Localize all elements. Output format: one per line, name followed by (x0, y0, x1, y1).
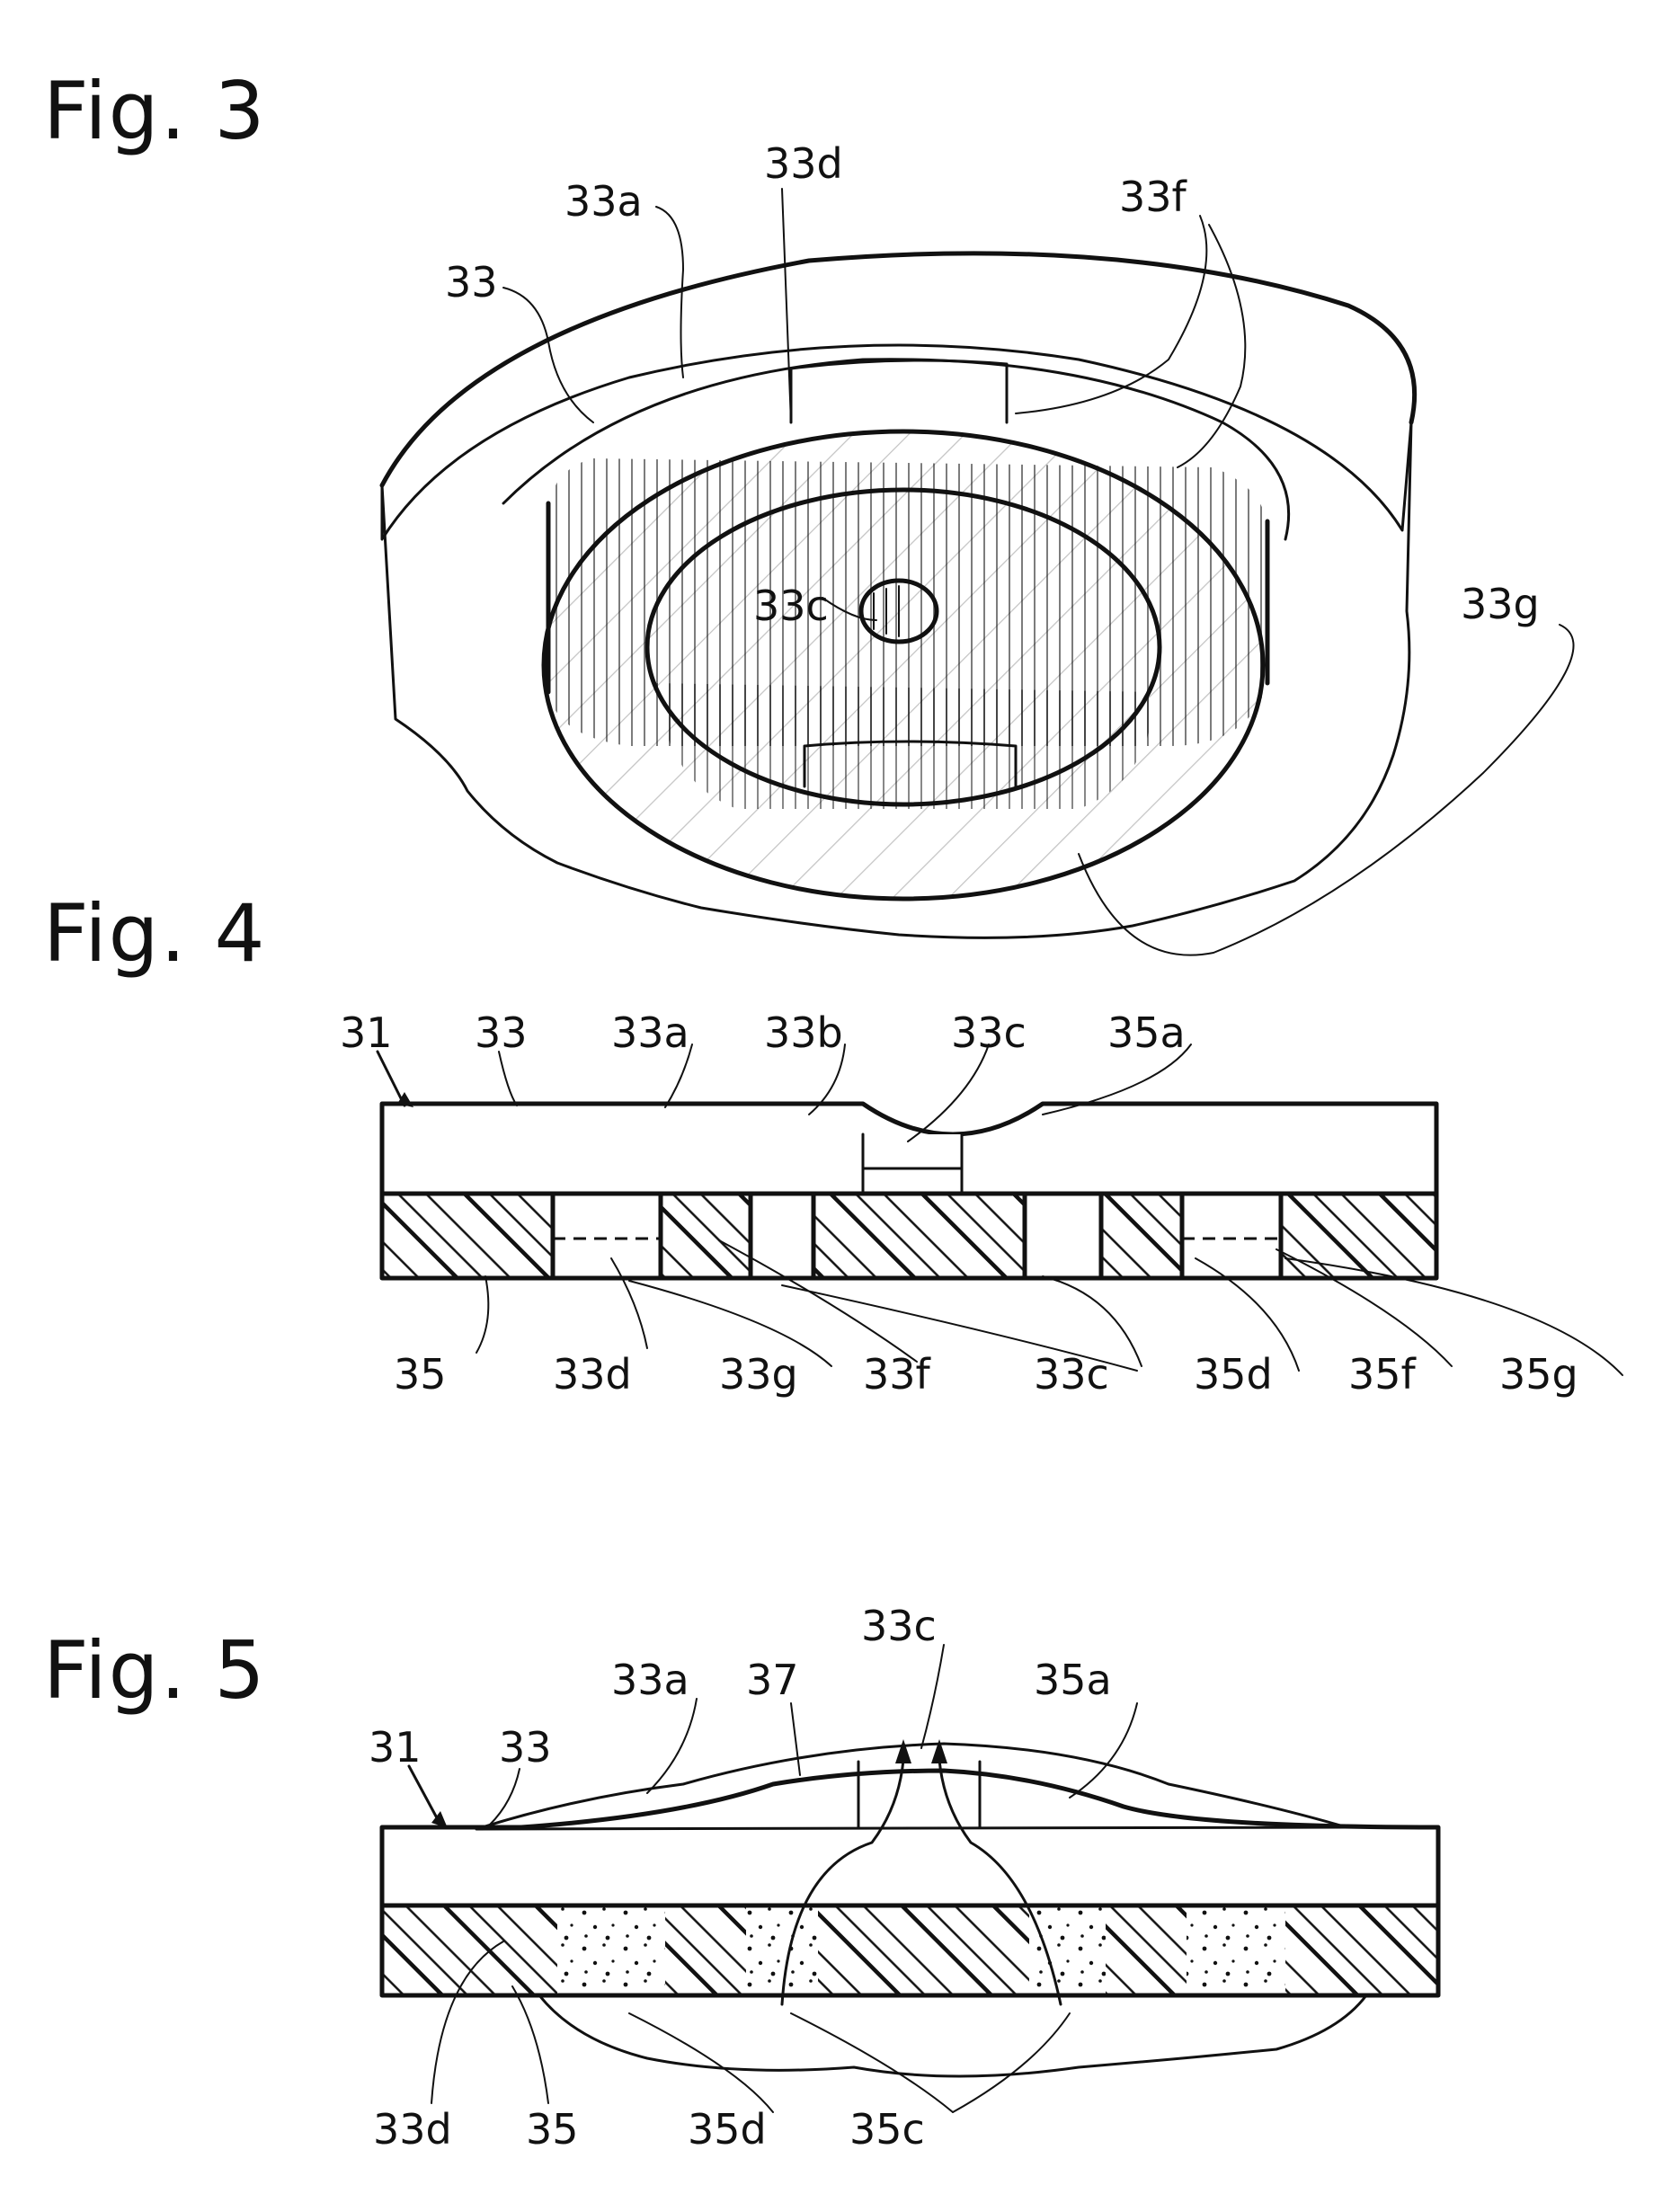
fig3-top-notch (791, 360, 1007, 422)
fig5-label-33d: 33d (373, 2105, 452, 2154)
fig4-leader-33d (611, 1258, 647, 1348)
fig5-bulge-37 (476, 1744, 1347, 1829)
fig5-label-35a: 35a (1034, 1656, 1112, 1704)
fig4-label-31: 31 (340, 1008, 393, 1057)
fig5-leader-35 (512, 1986, 548, 2103)
fig4-leader-35 (476, 1276, 488, 1353)
fig3-label-33g: 33g (1461, 580, 1540, 628)
fig4-drawing (382, 1104, 1436, 1278)
fig4-label-35f: 35f (1348, 1350, 1418, 1399)
fig4-leader-33c-top (908, 1044, 989, 1141)
fig5-leader-31 (409, 1766, 440, 1825)
fig5-drawing (382, 1739, 1438, 2076)
fig4-segment-3 (813, 1194, 1025, 1278)
fig5-segment-3 (818, 1905, 1029, 1995)
fig5-leader-35a (1070, 1703, 1137, 1798)
fig5-leader-35d (629, 2013, 773, 2112)
fig3-recess-wall (656, 683, 1155, 809)
fig5-segment-5 (1285, 1905, 1438, 1995)
fig5-label-33a: 33a (611, 1656, 689, 1704)
fig5-under-blob (539, 1995, 1366, 2076)
fig4-label-33d: 33d (553, 1350, 632, 1399)
fig4-label-33c-bottom: 33c (1034, 1350, 1109, 1399)
fig3-drawing (382, 253, 1415, 938)
fig4-segment-5 (1281, 1194, 1436, 1278)
fig4-label-35g: 35g (1499, 1350, 1578, 1399)
fig3-label-33c: 33c (753, 582, 829, 630)
fig5-label-37: 37 (746, 1656, 799, 1704)
fig5-label-33c: 33c (861, 1602, 937, 1650)
fig5-segment-4 (1106, 1905, 1187, 1995)
fig4-label-33: 33 (475, 1008, 528, 1057)
fig3-label-33d: 33d (764, 139, 843, 188)
fig5-leader-35c-1 (791, 2013, 953, 2112)
fig5-segment-1 (382, 1905, 557, 1995)
fig4-segment-2 (661, 1194, 751, 1278)
fig5-label-35d: 35d (688, 2105, 767, 2154)
fig5-leader-33c (921, 1645, 944, 1748)
fig4-label-33b: 33b (764, 1008, 843, 1057)
fig4-label-33g: 33g (719, 1350, 798, 1399)
fig4-label-33f: 33f (863, 1350, 932, 1399)
fig3-label-33a: 33a (564, 177, 643, 226)
fig4-label-33c: 33c (951, 1008, 1027, 1057)
fig5-leader-33a (647, 1699, 697, 1793)
fig5-label-35: 35 (526, 2105, 579, 2154)
fig5-leader-35c-2 (953, 2013, 1070, 2112)
fig4-leader-31 (378, 1052, 404, 1106)
fig4-label-33a: 33a (611, 1008, 689, 1057)
fig4-label-35d: 35d (1194, 1350, 1273, 1399)
fig5-label-33: 33 (499, 1723, 552, 1772)
fig4-leader-33 (499, 1052, 517, 1106)
fig5-layer-33 (382, 1771, 1438, 1905)
fig3-leader-33d (782, 189, 791, 422)
fig5-leaders (409, 1645, 1137, 2112)
fig4-label-35a: 35a (1107, 1008, 1186, 1057)
fig3-label-33: 33 (445, 258, 498, 306)
fig5-segment-2 (665, 1905, 746, 1995)
fig3-label-33f: 33f (1119, 173, 1188, 221)
fig4-segment-4 (1101, 1194, 1182, 1278)
fig4-label-35: 35 (394, 1350, 447, 1399)
fig5-leader-37 (791, 1703, 800, 1775)
fig4-segment-1 (382, 1194, 553, 1278)
fig5-label-31: 31 (369, 1723, 422, 1772)
fig5-label-35c: 35c (849, 2105, 925, 2154)
